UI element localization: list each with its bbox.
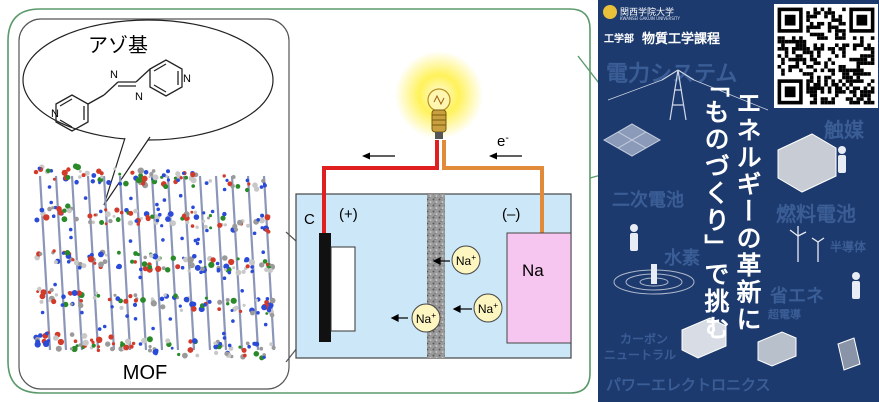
mof-label: MOF: [123, 362, 167, 384]
separator: [427, 194, 445, 358]
mof-crystal-structure: [33, 163, 276, 361]
sodium-anode: [506, 232, 572, 344]
term-secondary-battery: 二次電池: [612, 190, 684, 211]
term-semiconductor: 半導体: [830, 240, 867, 254]
ion-migration-arrows: [390, 257, 472, 322]
light-bulb-icon: [427, 88, 451, 139]
anode-label: Na: [522, 261, 544, 280]
university-name: 関西学院大学: [620, 8, 675, 18]
term-superconductor: 超電導: [768, 308, 801, 321]
negative-terminal-label: (–): [502, 206, 520, 223]
azo-n-upper: N: [110, 69, 118, 81]
slogan-line-1: エネルギーの革新に: [733, 90, 762, 333]
wire-negative: [442, 140, 544, 234]
cathode-label: C: [304, 211, 315, 228]
brochure-illustrations: [602, 69, 861, 371]
electron-arrow: [489, 152, 522, 160]
department-name: 工学部: [604, 34, 634, 45]
current-arrow: [362, 152, 395, 160]
slogan-line-2: 「ものづくり」で挑む: [701, 72, 730, 342]
svg-text:Na+: Na+: [478, 300, 498, 316]
term-power-electronics: パワーエレクトロニクス: [606, 376, 771, 394]
university-logo-icon: [603, 5, 617, 19]
program-brochure: 電力システム 触媒 二次電池 燃料電池 水素 半導体 省エネ 超電導 カーボン …: [598, 0, 879, 402]
svg-text:Na+: Na+: [456, 252, 476, 268]
positive-terminal-label: (+): [339, 206, 358, 223]
sodium-ion-left: Na+: [411, 303, 441, 333]
outer-frame: [7, 8, 591, 394]
wire-positive: [322, 140, 439, 235]
university-name-en: KWANSEI GAKUIN UNIVERSITY: [620, 16, 680, 21]
term-carbon: カーボン: [620, 332, 669, 346]
program-name: 物質工学課程: [642, 32, 721, 47]
azo-bubble: [22, 19, 274, 206]
pyridine-n-left: N: [51, 108, 59, 120]
bubble-label: アゾ基: [88, 33, 148, 57]
term-fuel-cell: 燃料電池: [776, 202, 856, 226]
azo-n-lower: N: [135, 91, 143, 103]
sodium-ion-upper: Na+: [451, 245, 481, 275]
term-hydrogen: 水素: [664, 248, 700, 269]
pyridine-n-right: N: [183, 73, 191, 85]
sodium-ion-right: Na+: [473, 293, 503, 323]
term-catalyst: 触媒: [824, 118, 864, 142]
azo-molecule: [55, 59, 183, 132]
cathode-current-collector: [319, 233, 331, 342]
qr-code-icon: [774, 4, 878, 108]
cathode-material: [330, 246, 356, 332]
electron-label: e-: [497, 132, 509, 150]
svg-text:Na+: Na+: [416, 310, 436, 326]
term-energy-saving: 省エネ: [770, 286, 824, 307]
term-neutral: ニュートラル: [604, 348, 677, 362]
dept-title-bar: [598, 28, 774, 46]
